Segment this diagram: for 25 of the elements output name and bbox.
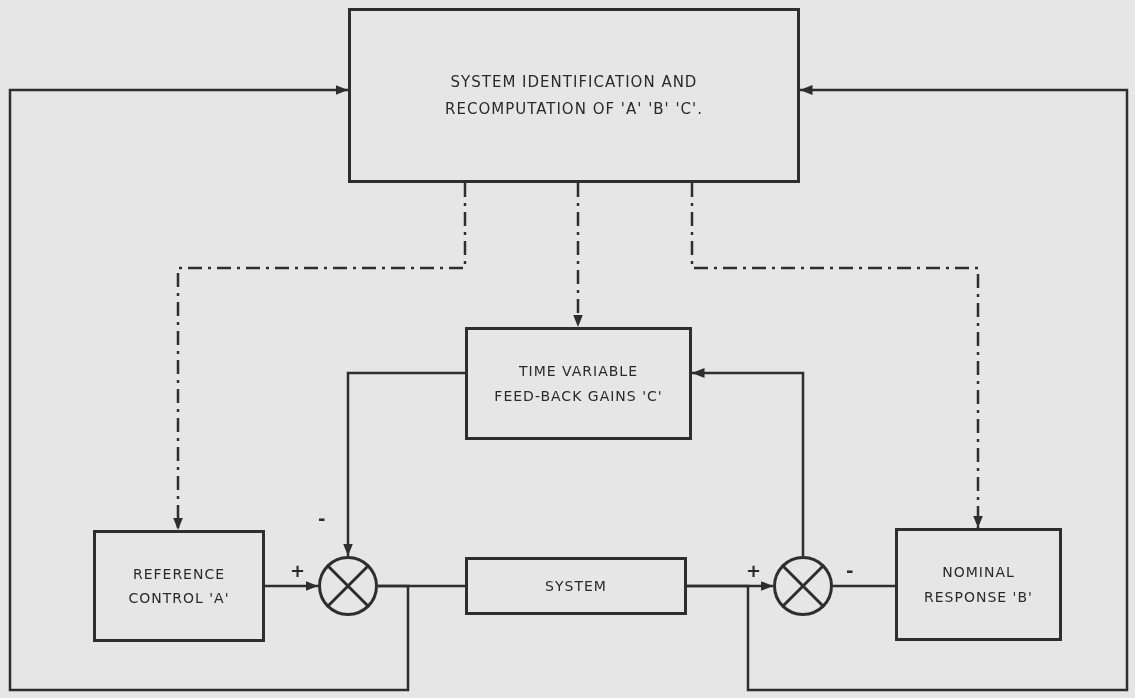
dash-dot-arrow xyxy=(690,183,983,528)
arrow xyxy=(265,581,318,591)
block-box xyxy=(348,8,800,183)
sign-label: + xyxy=(746,562,762,580)
dash-dot-arrow xyxy=(573,183,583,327)
arrow xyxy=(687,85,1129,692)
dash-dot-arrow xyxy=(173,183,467,530)
summing-junction xyxy=(318,556,378,616)
block-box xyxy=(895,528,1062,641)
sign-label: + xyxy=(290,562,306,580)
block-label: SYSTEM IDENTIFICATION AND RECOMPUTATION OF 'A' 'B' 'C'. xyxy=(444,72,704,120)
block-label: TIME VARIABLE FEED-BACK GAINS 'C' xyxy=(493,362,664,406)
block-label: SYSTEM xyxy=(545,576,607,596)
block-label: REFERENCE CONTROL 'A' xyxy=(127,564,231,608)
arrow xyxy=(8,85,410,692)
summing-junction xyxy=(773,556,833,616)
signal-line xyxy=(833,584,895,588)
arrow xyxy=(692,368,805,556)
arrow xyxy=(343,371,465,556)
block-box xyxy=(465,557,687,615)
sign-label: - xyxy=(846,562,854,580)
block-box xyxy=(465,327,692,440)
block-box xyxy=(93,530,265,642)
block-label: NOMINAL RESPONSE 'B' xyxy=(923,563,1034,607)
sign-label: - xyxy=(318,510,326,528)
